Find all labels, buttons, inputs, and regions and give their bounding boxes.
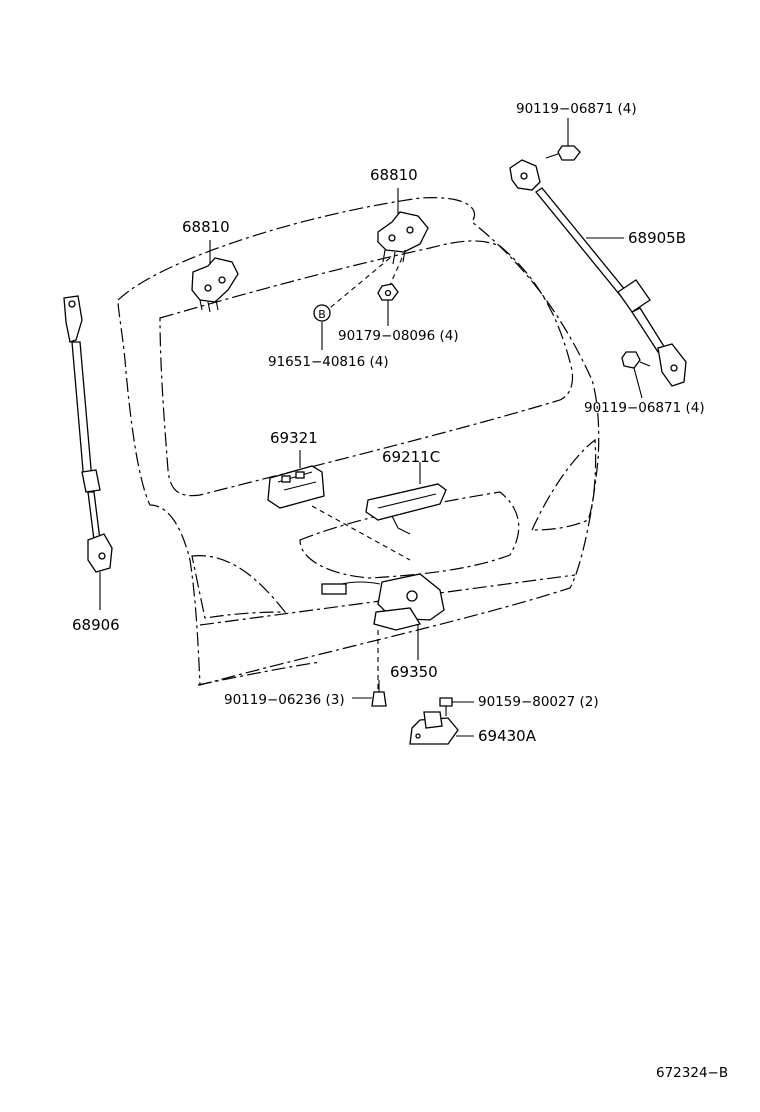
- bolt-90119-right-part: [621, 351, 651, 369]
- nut-90179-part: [377, 283, 399, 301]
- figure-code: 672324−B: [656, 1065, 728, 1081]
- marker-letter: B: [318, 308, 326, 321]
- hinge-nut-dash: [389, 257, 403, 286]
- callout-90119-06871-top: 90119−06871 (4): [516, 101, 637, 117]
- callout-90119-06236: 90119−06236 (3): [224, 692, 345, 708]
- callout-90159-80027: 90159−80027 (2): [478, 694, 599, 710]
- handle-69321-part: [267, 465, 325, 509]
- callout-68810-left: 68810: [182, 218, 230, 236]
- hinge-left-part: [191, 257, 239, 313]
- callout-90119-06871-right: 90119−06871 (4): [584, 400, 705, 416]
- hinge-bolt-dash: [324, 257, 391, 313]
- callout-69430a: 69430A: [478, 727, 537, 745]
- striker-69430a-part: [409, 711, 459, 745]
- handle-lock-dash: [311, 505, 411, 561]
- leader-lines: [99, 118, 643, 737]
- back-door-outline: [117, 197, 600, 686]
- callout-68905b: 68905B: [628, 229, 686, 247]
- hinge-center-part: [377, 211, 429, 265]
- lock-69350-part: [321, 573, 445, 631]
- callout-69211c: 69211C: [382, 448, 440, 466]
- strut-left-part: [63, 295, 113, 573]
- bolt-90119-06236-part: [371, 680, 387, 707]
- callout-69350: 69350: [390, 663, 438, 681]
- callout-91651-40816: 91651−40816 (4): [268, 354, 389, 370]
- callout-68906: 68906: [72, 616, 120, 634]
- bolt-90119-top-part: [545, 145, 581, 161]
- lamp-69211c-part: [365, 483, 447, 535]
- strut-right-part: [509, 159, 687, 387]
- screw-90159-part: [439, 697, 453, 716]
- callout-69321: 69321: [270, 429, 318, 447]
- bolt-91651-marker: B: [313, 304, 331, 322]
- callout-90179-08096: 90179−08096 (4): [338, 328, 459, 344]
- callout-68810-center: 68810: [370, 166, 418, 184]
